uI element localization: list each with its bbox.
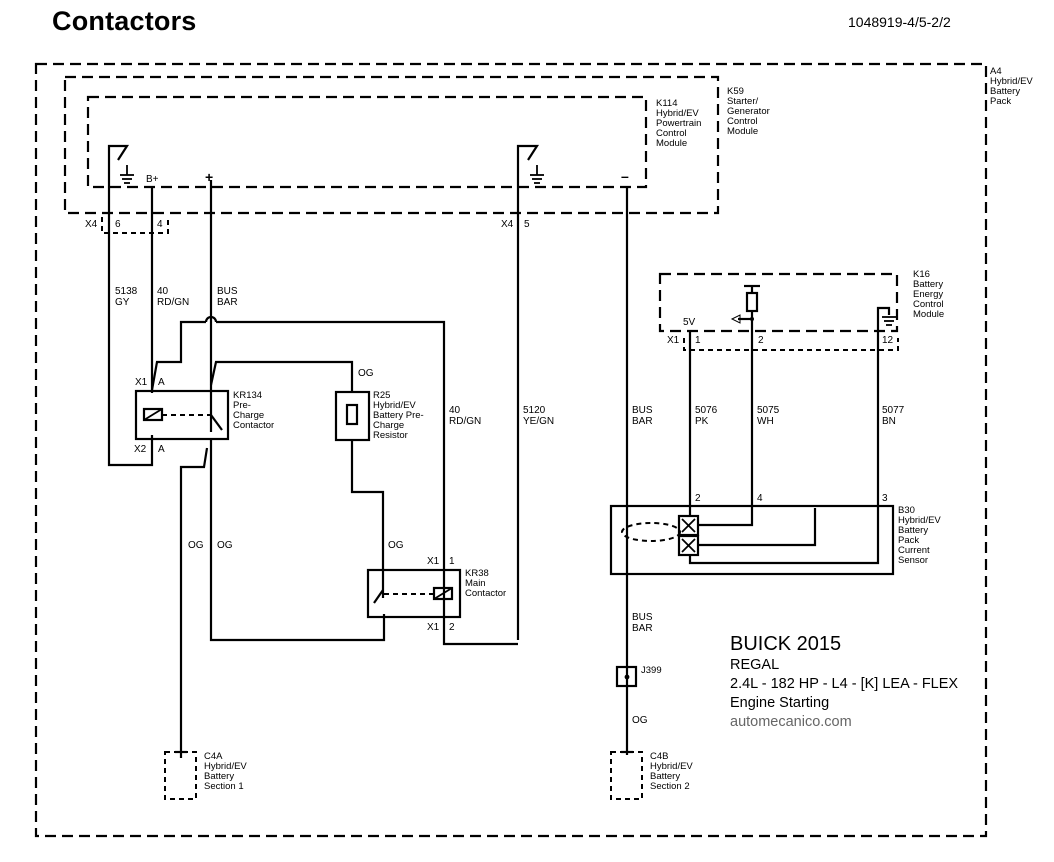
vehicle-system: Engine Starting bbox=[730, 695, 830, 711]
x4-connector-outline bbox=[101, 217, 169, 234]
wire-5077-bn bbox=[876, 306, 891, 500]
kr38-pin-1: 1 bbox=[449, 556, 455, 567]
wire-label-5075: 5075 WH bbox=[757, 405, 780, 427]
j399-splice bbox=[615, 665, 638, 688]
wire-og-to-c4a bbox=[179, 447, 209, 755]
k16-x1-label: X1 bbox=[667, 335, 680, 346]
wire-label-og-left1: OG bbox=[188, 540, 204, 551]
wire-label-5120: 5120 YE/GN bbox=[523, 405, 555, 427]
c4b-battery-section bbox=[610, 751, 643, 800]
x4-label-left: X4 bbox=[85, 219, 98, 230]
c4a-battery-section bbox=[164, 751, 197, 800]
kr38-contactor-box bbox=[366, 568, 462, 619]
wire-og-kr134-to-kr38 bbox=[209, 440, 386, 642]
a4-battery-pack-boundary bbox=[34, 62, 988, 838]
wire-label-og-left2: OG bbox=[217, 540, 233, 551]
x4-pin-5: 5 bbox=[524, 219, 530, 230]
x4-pin-6: 6 bbox=[115, 219, 121, 230]
wire-label-5077: 5077 BN bbox=[882, 405, 905, 427]
x4-pin-4: 4 bbox=[157, 219, 163, 230]
terminal-plus: + bbox=[205, 169, 214, 185]
kr134-x2-pin: A bbox=[158, 444, 165, 455]
r25-resistor-box bbox=[334, 390, 371, 442]
wire-label-busbar-mid: BUS BAR bbox=[632, 405, 653, 427]
wire-label-busbar-top: BUS BAR bbox=[217, 286, 238, 308]
document-id: 1048919-4/5-2/2 bbox=[848, 14, 951, 30]
kr38-x1-top-label: X1 bbox=[427, 556, 440, 567]
sensor-loop bbox=[621, 522, 681, 542]
wire-og-to-r25 bbox=[209, 360, 354, 392]
vehicle-info: BUICK 2015 REGAL 2.4L - 182 HP - L4 - [K… bbox=[730, 632, 958, 732]
kr134-switch-contact bbox=[210, 414, 223, 431]
b30-pin-2: 2 bbox=[695, 493, 701, 504]
kr134-x2-label: X2 bbox=[134, 444, 147, 455]
signal-arrow-icon bbox=[730, 314, 741, 324]
x4-label-right: X4 bbox=[501, 219, 514, 230]
k16-pin-12: 12 bbox=[882, 335, 894, 346]
website-link[interactable]: automecanico.com bbox=[730, 714, 852, 730]
k16-pullup-resistor bbox=[745, 291, 759, 313]
k114-module-boundary bbox=[86, 95, 648, 189]
k59-module-boundary bbox=[63, 75, 720, 215]
b30-pin-3: 3 bbox=[882, 493, 888, 504]
k114-ground-switch-right bbox=[516, 144, 544, 640]
page-title: Contactors bbox=[52, 6, 197, 36]
k16-pin-2: 2 bbox=[758, 335, 764, 346]
resistor-icon bbox=[345, 403, 359, 426]
wire-label-og-j399: OG bbox=[632, 715, 648, 726]
kr134-x1-pin: A bbox=[158, 377, 165, 388]
wire-5138-gy bbox=[107, 260, 154, 467]
vehicle-model: REGAL bbox=[730, 657, 780, 673]
wire-label-5138: 5138 GY bbox=[115, 286, 138, 308]
wire-label-40-right: 40 RD/GN bbox=[449, 405, 482, 427]
wire-40-rdgn-jog bbox=[150, 320, 206, 391]
k16-x1-connector-outline bbox=[683, 338, 899, 351]
vehicle-make-year: BUICK 2015 bbox=[730, 633, 842, 655]
kr38-switch-contact bbox=[373, 589, 384, 604]
k16-module-boundary bbox=[658, 272, 899, 333]
kr38-x1-bottom-label: X1 bbox=[427, 622, 440, 633]
wire-label-busbar-low: BUS BAR bbox=[632, 612, 653, 634]
kr134-contactor-box bbox=[134, 389, 230, 441]
k16-pin-1: 1 bbox=[695, 335, 701, 346]
wire-label-og-r25: OG bbox=[358, 368, 374, 379]
wire-label-og-kr38: OG bbox=[388, 540, 404, 551]
kr134-x1-label: X1 bbox=[135, 377, 148, 388]
terminal-minus: – bbox=[621, 168, 629, 184]
b30-pin-4: 4 bbox=[757, 493, 763, 504]
vehicle-engine: 2.4L - 182 HP - L4 - [K] LEA - FLEX bbox=[730, 676, 959, 692]
terminal-5v: 5V bbox=[683, 317, 696, 328]
wire-og-r25-to-kr38 bbox=[350, 440, 385, 598]
wire-40-rdgn-right bbox=[216, 320, 518, 646]
terminal-bplus: B+ bbox=[146, 174, 159, 185]
kr38-pin-2: 2 bbox=[449, 622, 455, 633]
wire-label-5076: 5076 PK bbox=[695, 405, 718, 427]
k114-ground-switch-left bbox=[107, 144, 134, 260]
wire-label-40-left: 40 RD/GN bbox=[157, 286, 190, 308]
j399-label: J399 bbox=[641, 665, 662, 676]
